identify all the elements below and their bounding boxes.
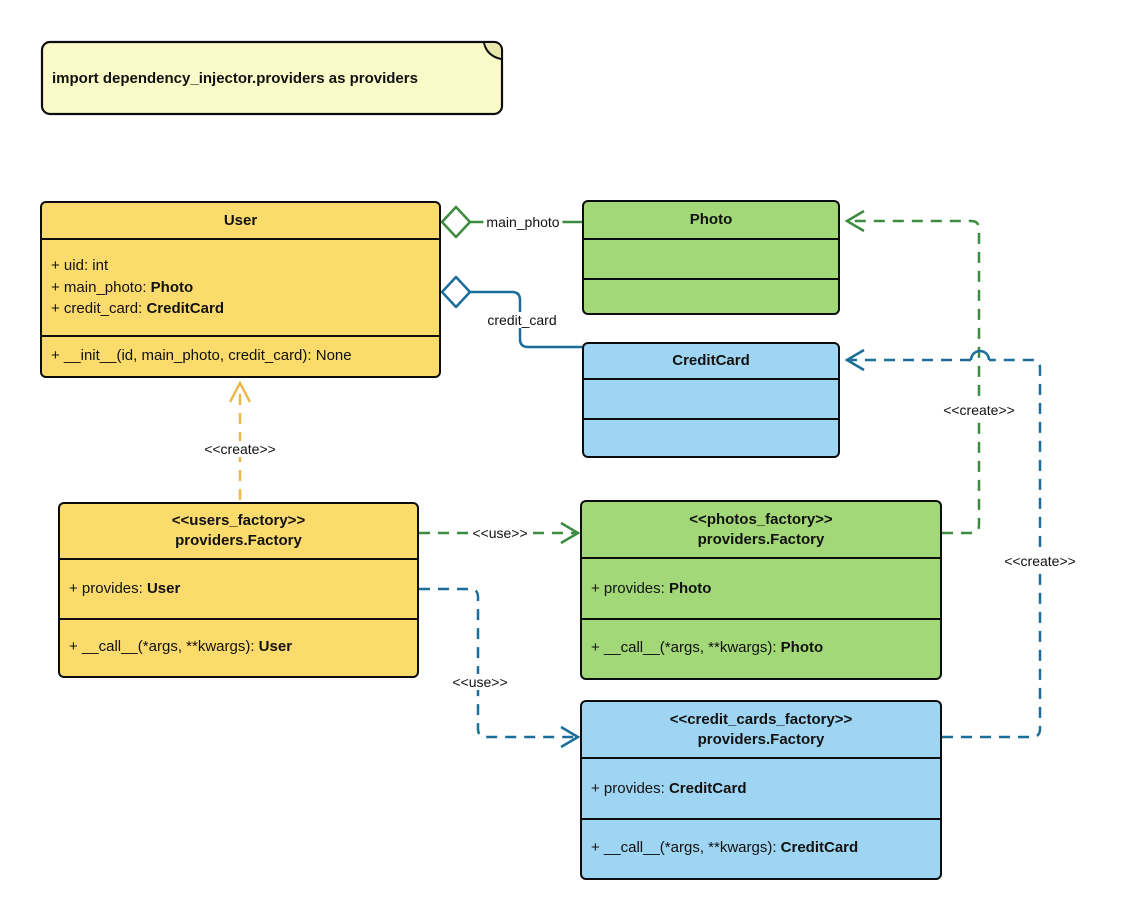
- note-text: import dependency_injector.providers as …: [52, 69, 418, 87]
- class-creditcard-title: CreditCard: [672, 352, 750, 369]
- attribute-text: + main_photo:: [51, 278, 151, 296]
- arrowhead-up-icon: [228, 380, 252, 403]
- class-photo-attributes-empty: [584, 238, 838, 278]
- attribute-provides: + provides: User: [69, 578, 417, 600]
- attribute-type: CreditCard: [146, 300, 224, 318]
- class-photo[interactable]: Photo: [582, 200, 840, 315]
- classname-label: providers.Factory: [175, 532, 302, 549]
- note-fold-icon: [484, 43, 501, 59]
- create-photo-line[interactable]: [848, 219, 981, 535]
- use-credit-cards-line[interactable]: [419, 587, 577, 739]
- stereotype-label: <<users_factory>>: [171, 512, 306, 529]
- class-credit-cards-factory-methods: + __call__(*args, **kwargs): CreditCard: [582, 818, 940, 876]
- classname-label: providers.Factory: [697, 730, 825, 748]
- method-text: + __call__(*args, **kwargs):: [591, 839, 781, 857]
- arrowhead-right-icon: [560, 725, 581, 749]
- method-call: + __call__(*args, **kwargs): User: [69, 636, 417, 658]
- attribute-text: + uid: int: [51, 257, 109, 275]
- label-credit-card: credit_card: [484, 312, 560, 328]
- attribute-text: + provides:: [591, 779, 669, 797]
- attribute-type: Photo: [150, 278, 194, 296]
- class-photo-methods-empty: [584, 278, 838, 311]
- arrowhead-right-icon: [560, 521, 581, 545]
- method-call: + __call__(*args, **kwargs): Photo: [591, 637, 940, 659]
- line-hop-icon: [969, 349, 991, 361]
- arrowhead-left-icon: [844, 348, 865, 372]
- label-create-user: <<create>>: [201, 441, 279, 457]
- arrowhead-left-icon: [844, 209, 865, 233]
- stereotype-label: <<photos_factory>>: [689, 510, 833, 528]
- class-creditcard[interactable]: CreditCard: [582, 342, 840, 458]
- method-text: + __call__(*args, **kwargs):: [69, 638, 259, 656]
- class-creditcard-methods-empty: [584, 418, 838, 454]
- label-use-photos: <<use>>: [469, 525, 531, 541]
- method-type: CreditCard: [780, 839, 859, 857]
- class-user[interactable]: User + uid: int + main_photo: Photo + cr…: [40, 201, 441, 378]
- class-users-factory-methods: + __call__(*args, **kwargs): User: [60, 618, 417, 674]
- class-photos-factory[interactable]: <<photos_factory>> providers.Factory + p…: [580, 500, 942, 680]
- aggregation-diamond-icon[interactable]: [440, 205, 472, 239]
- class-creditcard-attributes-empty: [584, 378, 838, 418]
- label-main-photo: main_photo: [483, 214, 563, 230]
- note-fold-curl: [483, 42, 502, 60]
- class-credit-cards-factory[interactable]: <<credit_cards_factory>> providers.Facto…: [580, 700, 942, 880]
- class-user-title: User: [223, 211, 258, 229]
- attribute-text: + credit_card:: [51, 300, 147, 318]
- class-photos-factory-methods: + __call__(*args, **kwargs): Photo: [582, 618, 940, 676]
- method-text: + __init__(id, main_photo, credit_card):…: [51, 346, 352, 364]
- attribute-main-photo: + main_photo: Photo: [51, 277, 439, 299]
- class-photos-factory-attributes: + provides: Photo: [582, 557, 940, 618]
- attribute-credit-card: + credit_card: CreditCard: [51, 298, 439, 320]
- class-credit-cards-factory-title: <<credit_cards_factory>> providers.Facto…: [582, 702, 940, 757]
- class-photo-title: Photo: [689, 211, 733, 228]
- attribute-uid: + uid: int: [51, 255, 439, 277]
- attribute-text: + provides:: [591, 579, 669, 597]
- note-shape[interactable]: [40, 40, 504, 116]
- stereotype-label: <<credit_cards_factory>>: [669, 710, 853, 728]
- class-users-factory-attributes: + provides: User: [60, 558, 417, 618]
- classname-label: providers.Factory: [697, 530, 825, 548]
- attribute-provides: + provides: Photo: [591, 578, 940, 600]
- label-create-creditcard: <<create>>: [1001, 553, 1079, 569]
- label-create-photo: <<create>>: [940, 402, 1018, 418]
- attribute-type: User: [146, 580, 181, 598]
- method-type: User: [258, 638, 293, 656]
- class-user-attributes: + uid: int + main_photo: Photo + credit_…: [42, 238, 439, 335]
- attribute-type: Photo: [668, 579, 712, 597]
- class-user-methods: + __init__(id, main_photo, credit_card):…: [42, 335, 439, 374]
- class-users-factory[interactable]: <<users_factory>> providers.Factory + pr…: [58, 502, 419, 678]
- attribute-text: + provides:: [69, 580, 147, 598]
- class-credit-cards-factory-attributes: + provides: CreditCard: [582, 757, 940, 818]
- aggregation-diamond-icon[interactable]: [440, 275, 472, 309]
- method-call: + __call__(*args, **kwargs): CreditCard: [591, 837, 940, 859]
- class-photos-factory-title: <<photos_factory>> providers.Factory: [582, 502, 940, 557]
- method-text: + __call__(*args, **kwargs):: [591, 639, 781, 657]
- label-use-credit-cards: <<use>>: [449, 674, 511, 690]
- method-type: Photo: [780, 639, 824, 657]
- attribute-type: CreditCard: [668, 779, 747, 797]
- attribute-provides: + provides: CreditCard: [591, 778, 940, 800]
- method-init: + __init__(id, main_photo, credit_card):…: [51, 345, 439, 367]
- class-users-factory-title: <<users_factory>> providers.Factory: [60, 504, 417, 558]
